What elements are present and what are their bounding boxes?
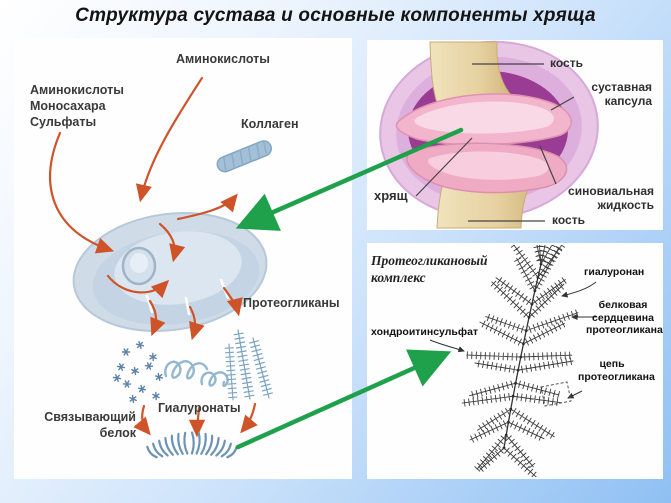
label-proteoglycan-chain: цепь протеогликана — [578, 358, 655, 383]
label-line: Сульфаты — [30, 115, 97, 129]
label-bone-bottom: кость — [552, 213, 585, 227]
label-line: сердцевина — [592, 311, 654, 324]
label-aminoacids-monosugars-sulfates: Аминокислоты Моносахара Сульфаты — [30, 82, 124, 130]
label-line: белок — [99, 426, 136, 440]
label-bone-top: кость — [550, 56, 583, 70]
label-line: протеогликана — [586, 324, 663, 336]
label-line: синовиальная — [568, 184, 654, 198]
label-line: Протеогликановый — [371, 253, 488, 268]
slide-title: Структура сустава и основные компоненты … — [75, 5, 596, 26]
label-line: протеогликана — [578, 370, 655, 383]
label-line: суставная — [591, 80, 652, 94]
label-cartilage: хрящ — [374, 188, 408, 203]
label-collagen: Коллаген — [241, 117, 299, 131]
label-proteoglycan-complex-title: Протеогликановый комплекс — [371, 252, 488, 286]
label-binding-protein: Связывающий белок — [28, 409, 136, 441]
label-synovial-fluid: синовиальная жидкость — [568, 184, 654, 212]
label-aminoacids-top: Аминокислоты — [176, 52, 270, 66]
label-proteoglycans: Протеогликаны — [243, 296, 340, 310]
label-line: жидкость — [597, 197, 654, 212]
label-line: комплекс — [371, 270, 426, 285]
label-hyaluronan: гиалуронан — [584, 266, 645, 278]
label-line: цепь — [599, 358, 625, 370]
label-line: белковая — [598, 299, 648, 311]
label-protein-core: белковая сердцевина протеогликана — [586, 299, 663, 337]
label-line: капсула — [604, 93, 652, 108]
label-line: Связывающий — [44, 410, 136, 424]
label-chondroitin-sulfate: хондроитинсульфат — [371, 326, 479, 338]
label-line: Моносахара — [30, 99, 106, 113]
label-line: Аминокислоты — [30, 83, 124, 97]
label-joint-capsule: суставная капсула — [572, 80, 652, 108]
label-hyaluronates: Гиалуронаты — [158, 401, 241, 415]
